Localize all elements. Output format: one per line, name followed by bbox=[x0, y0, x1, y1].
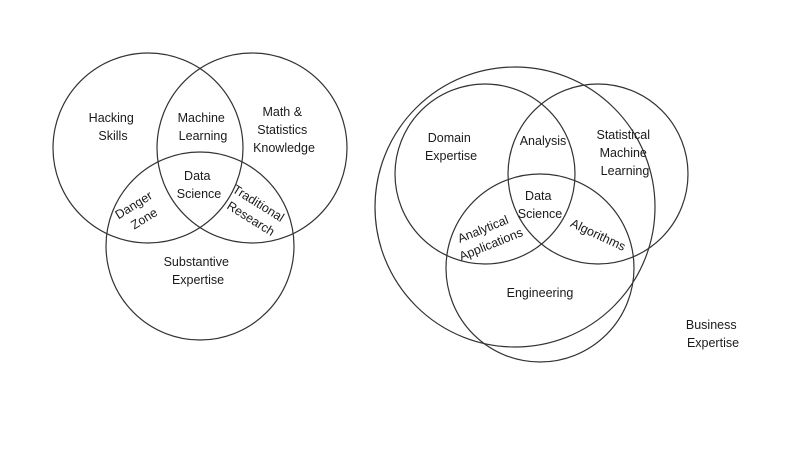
danger-zone-label: Danger Zone bbox=[113, 187, 167, 237]
business-label-line: Business bbox=[686, 318, 737, 332]
analytical-applications-label: Analytical Applications bbox=[451, 210, 525, 264]
statml-label: Statistical Machine Learning bbox=[597, 128, 654, 178]
data-science-label-left: Data Science bbox=[177, 169, 222, 201]
domain-label-line: Domain bbox=[428, 131, 471, 145]
algorithms-label: Algorithms bbox=[568, 216, 627, 254]
ml-label: Machine Learning bbox=[178, 111, 229, 143]
ds-right-label-line: Data bbox=[525, 189, 551, 203]
engineering-label: Engineering bbox=[507, 286, 574, 300]
substantive-label-line: Expertise bbox=[172, 273, 224, 287]
statml-circle bbox=[507, 83, 689, 265]
domain-label: Domain Expertise bbox=[425, 131, 477, 163]
business-label-line: Expertise bbox=[687, 336, 739, 350]
business-circle bbox=[374, 66, 656, 348]
statml-label-line: Machine bbox=[600, 146, 647, 160]
math-label-line: Math & bbox=[262, 105, 302, 119]
engineering-circle bbox=[445, 173, 635, 363]
math-label-line: Knowledge bbox=[253, 141, 315, 155]
hacking-label-line: Hacking bbox=[89, 111, 134, 125]
ds-label-line: Data bbox=[184, 169, 210, 183]
hacking-label-line: Skills bbox=[98, 129, 127, 143]
statml-label-line: Learning bbox=[601, 164, 650, 178]
math-label: Math & Statistics Knowledge bbox=[253, 105, 315, 155]
statml-label-line: Statistical bbox=[597, 128, 651, 142]
ml-label-line: Learning bbox=[179, 129, 228, 143]
domain-circle bbox=[394, 83, 576, 265]
substantive-label-line: Substantive bbox=[164, 255, 229, 269]
ds-label-line: Science bbox=[177, 187, 222, 201]
business-label: Business Expertise bbox=[686, 318, 740, 350]
math-circle bbox=[156, 52, 348, 244]
ds-right-label-line: Science bbox=[518, 207, 563, 221]
data-science-label-right: Data Science bbox=[518, 189, 563, 221]
domain-label-line: Expertise bbox=[425, 149, 477, 163]
substantive-label: Substantive Expertise bbox=[164, 255, 233, 287]
hacking-label: Hacking Skills bbox=[89, 111, 138, 143]
right-venn: Domain Expertise Analysis Statistical Ma… bbox=[374, 66, 740, 363]
substantive-circle bbox=[105, 151, 295, 341]
hacking-circle bbox=[52, 52, 244, 244]
math-label-line: Statistics bbox=[257, 123, 307, 137]
left-venn: Hacking Skills Machine Learning Math & S… bbox=[52, 52, 348, 341]
traditional-research-label: Traditional Research bbox=[221, 182, 289, 241]
ml-label-line: Machine bbox=[178, 111, 225, 125]
analysis-label: Analysis bbox=[520, 134, 567, 148]
